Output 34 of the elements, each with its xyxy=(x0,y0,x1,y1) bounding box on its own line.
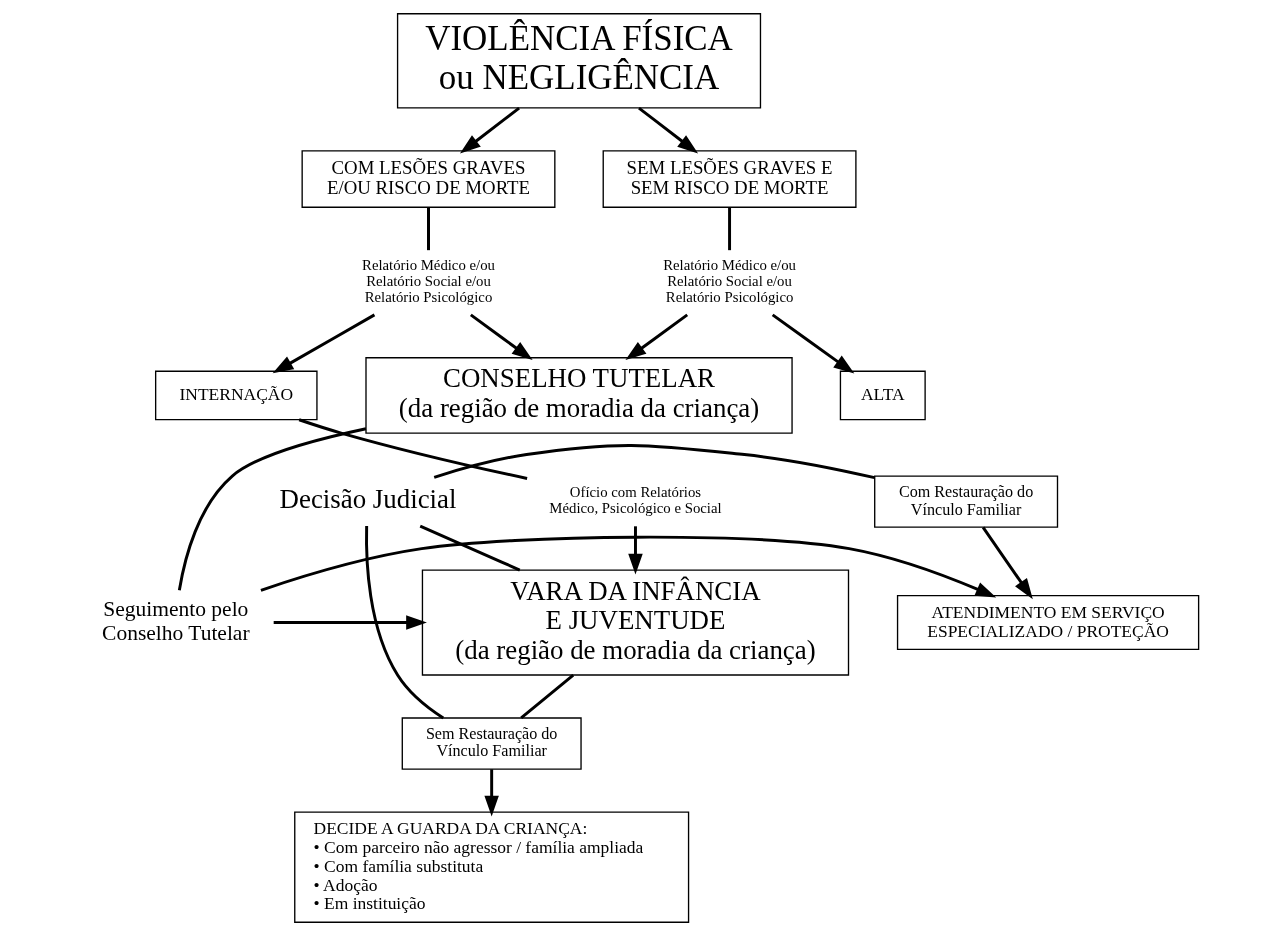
arrow xyxy=(771,313,854,374)
connector xyxy=(426,207,430,251)
node-box: VARA DA INFÂNCIA E JUVENTUDE (da região de moradia da criança) xyxy=(421,569,849,676)
arrow xyxy=(259,535,996,598)
node-box: SEM LESÕES GRAVES E SEM RISCO DE MORTE xyxy=(602,150,857,208)
node-box: DECIDE A GUARDA DA CRIANÇA: • Com parceiro não agressor / família ampliada • Com família substituta • Adoção • Em instituição xyxy=(293,811,689,923)
connector xyxy=(364,526,444,720)
node-text: Ofício com Relatórios Médico, Psicológico e Social xyxy=(548,484,722,517)
node-box: COM LESÕES GRAVES E/OU RISCO DE MORTE xyxy=(301,150,555,208)
node-text: Seguimento pelo Conselho Tutelar xyxy=(101,596,250,645)
arrow xyxy=(637,106,698,154)
arrow xyxy=(459,106,520,154)
node-box: ATENDIMENTO EM SERVIÇO ESPECIALIZADO / PROTEÇÃO xyxy=(896,595,1199,651)
node-text: Relatório Médico e/ou Relatório Social e/ou Relatório Psicológico xyxy=(662,257,796,306)
node-text: Decisão Judicial xyxy=(279,484,456,515)
arrow xyxy=(483,769,499,817)
node-box: Com Restauração do Vínculo Familiar xyxy=(873,475,1058,528)
node-box: VIOLÊNCIA FÍSICA ou NEGLIGÊNCIA xyxy=(396,13,761,109)
arrow xyxy=(981,526,1033,600)
arrow xyxy=(469,313,533,361)
node-box: Sem Restauração do Vínculo Familiar xyxy=(401,717,582,770)
connector xyxy=(727,207,731,251)
node-box: INTERNAÇÃO xyxy=(154,370,318,421)
node-text: Relatório Médico e/ou Relatório Social e/ou Relatório Psicológico xyxy=(361,257,495,306)
node-box: ALTA xyxy=(839,370,926,421)
connector xyxy=(298,418,527,480)
connector xyxy=(519,673,574,719)
arrow xyxy=(273,615,427,630)
arrow xyxy=(627,526,643,575)
connector xyxy=(433,444,875,480)
node-box: CONSELHO TUTELAR (da região de moradia da criança) xyxy=(364,357,793,434)
arrow xyxy=(624,313,688,361)
connector xyxy=(177,427,366,591)
arrow xyxy=(272,313,375,374)
